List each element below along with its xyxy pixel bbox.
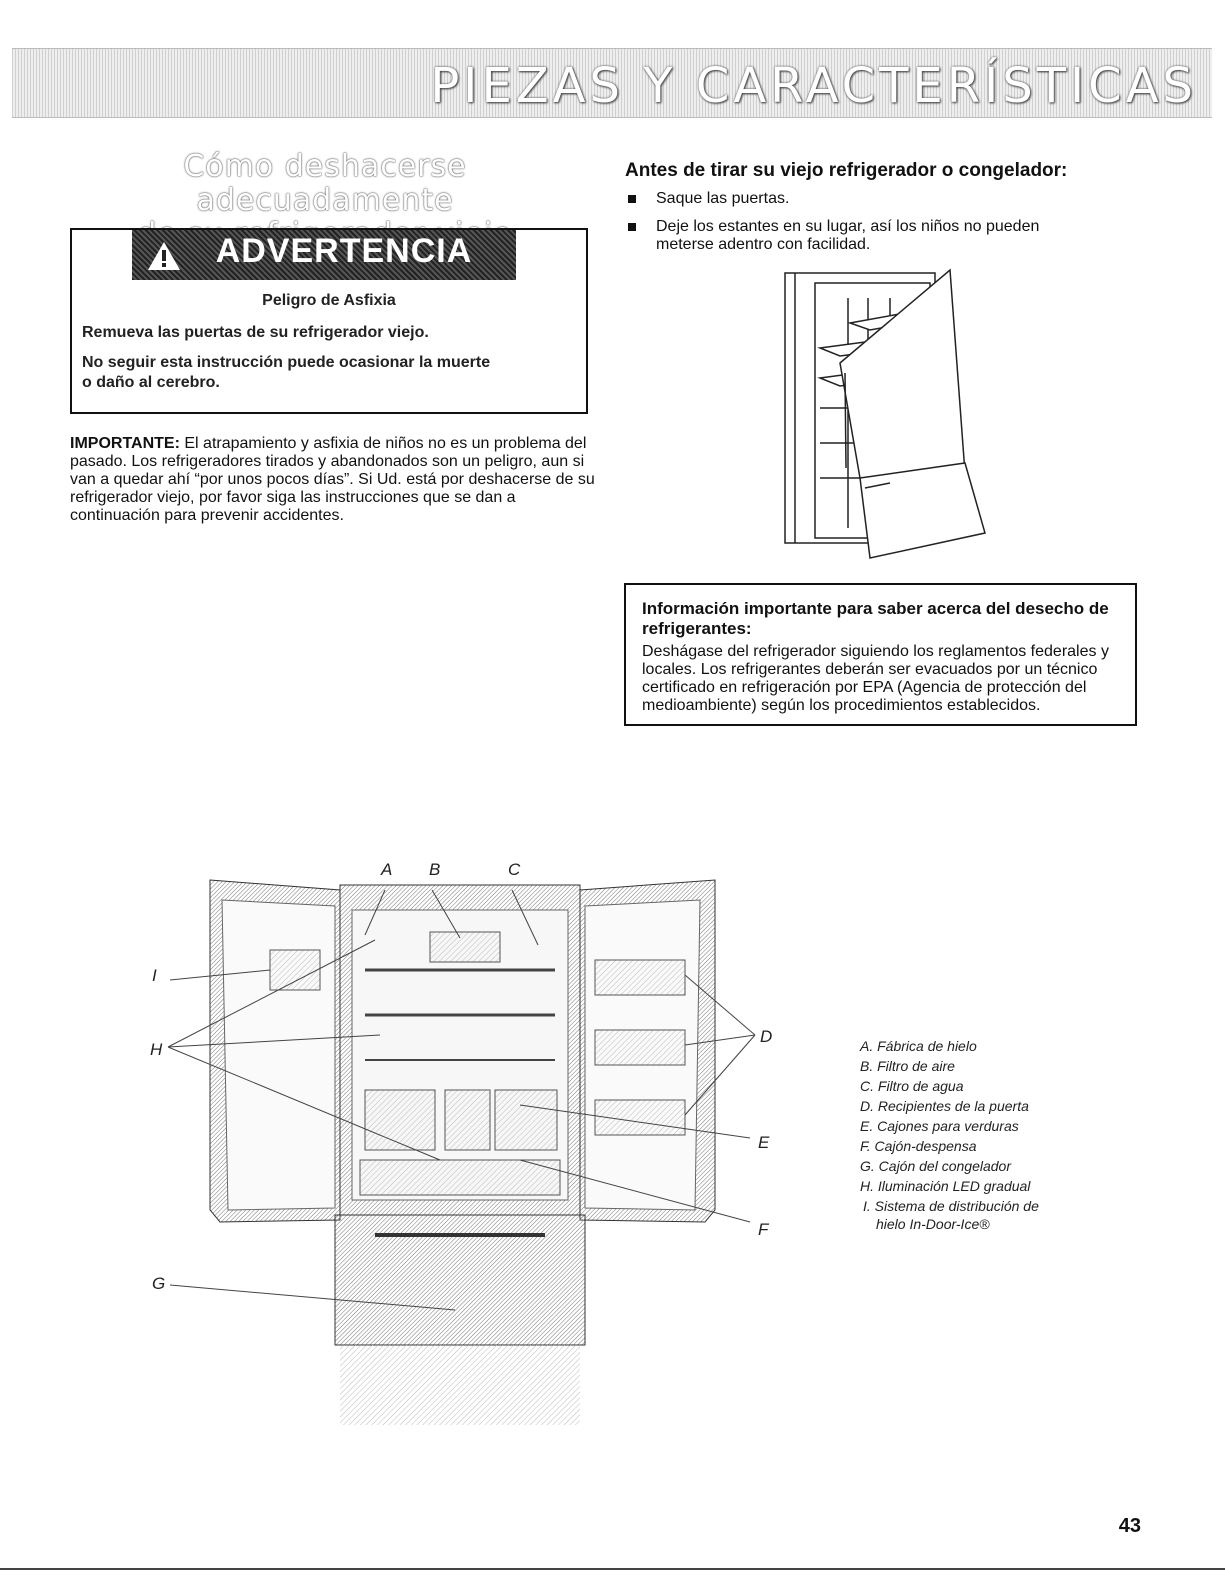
- refrigerator-diagram: [167, 879, 756, 1425]
- parts-legend: A. Fábrica de hielo B. Filtro de aire C.…: [860, 1036, 1039, 1232]
- legend-item-continued: hielo In-Door-Ice®: [876, 1216, 990, 1232]
- legend-item: E. Cajones para verduras: [860, 1118, 1019, 1134]
- refrigerant-info-box: Información importante para saber acerca…: [624, 583, 1137, 726]
- legend-item: G. Cajón del congelador: [860, 1158, 1011, 1174]
- bottom-rule: [0, 1568, 1225, 1570]
- bullet-square-icon: [628, 195, 636, 203]
- callout-f: F: [758, 1220, 769, 1239]
- legend-item: B. Filtro de aire: [860, 1058, 955, 1074]
- before-disposal-heading: Antes de tirar su viejo refrigerador o c…: [625, 160, 1068, 181]
- warning-line2b: o daño al cerebro.: [82, 374, 220, 391]
- legend-item: A. Fábrica de hielo: [860, 1038, 977, 1054]
- bullet-item: Saque las puertas.: [628, 190, 1098, 208]
- header-banner: [12, 48, 1212, 118]
- callout-d: D: [760, 1027, 773, 1046]
- legend-item: F. Cajón-despensa: [860, 1138, 977, 1154]
- refrigerant-info-title: Información importante para saber acerca…: [642, 599, 1109, 638]
- warning-subtitle: Peligro de Asfixia: [262, 292, 396, 309]
- callout-a: A: [381, 860, 393, 879]
- callout-g: G: [152, 1274, 166, 1293]
- refrigerant-info-body: Deshágase del refrigerador siguiendo los…: [642, 643, 1109, 714]
- callout-h: H: [150, 1040, 163, 1059]
- legend-item: I. Sistema de distribución de: [863, 1198, 1039, 1214]
- callout-b: B: [429, 860, 441, 879]
- importante-label: IMPORTANTE:: [70, 435, 180, 452]
- warning-title: ADVERTENCIA: [215, 232, 473, 270]
- legend-item: C. Filtro de agua: [860, 1078, 964, 1094]
- callout-e: E: [758, 1133, 770, 1152]
- bullet-square-icon: [628, 223, 636, 231]
- bullet-item: Deje los estantes en su lugar, así los n…: [628, 218, 1098, 254]
- warning-triangle-icon: [148, 242, 180, 270]
- legend-item: H. Iluminación LED gradual: [860, 1178, 1031, 1194]
- warning-line2a: No seguir esta instrucción puede ocasion…: [82, 354, 491, 371]
- warning-box: [70, 228, 588, 414]
- section-heading-line1: Cómo deshacerse adecuadamente: [183, 149, 467, 218]
- page-title: PIEZAS Y CARACTERÍSTICAS: [430, 58, 1197, 114]
- legend-item: D. Recipientes de la puerta: [860, 1098, 1029, 1114]
- importante-paragraph: IMPORTANTE: El atrapamiento y asfixia de…: [70, 435, 595, 525]
- page-number: 43: [1118, 1515, 1141, 1537]
- warning-line1: Remueva las puertas de su refrigerador v…: [82, 324, 429, 341]
- callout-c: C: [508, 860, 521, 879]
- old-refrigerator-drawing: [784, 268, 986, 559]
- callout-i: I: [152, 966, 157, 985]
- warning-header: [132, 230, 516, 280]
- importante-text: El atrapamiento y asfixia de niños no es…: [70, 435, 595, 524]
